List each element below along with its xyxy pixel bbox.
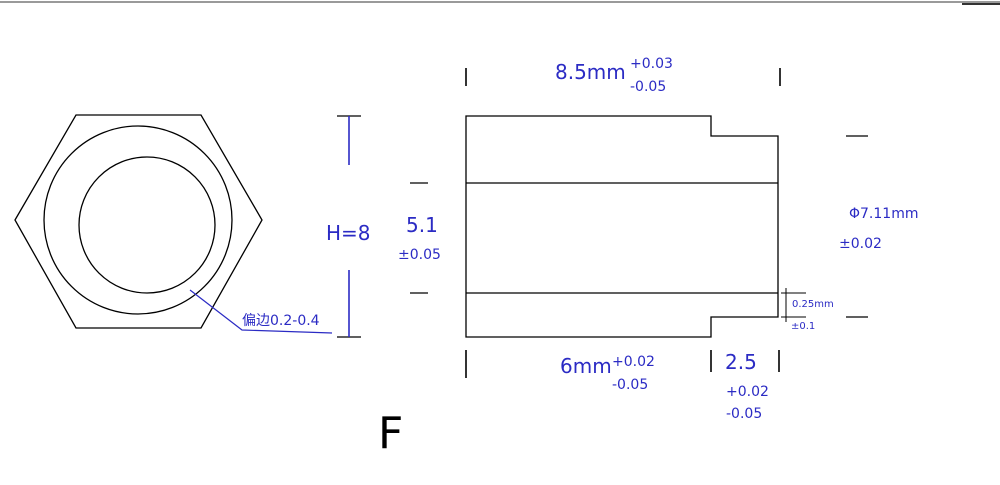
step-length-tol-plus: +0.02 [726, 384, 769, 400]
bore-tol: ±0.05 [398, 247, 441, 263]
bore-value: 5.1 [406, 213, 438, 237]
length-tol-plus: +0.03 [630, 56, 673, 72]
step-depth-value: 0.25mm [792, 299, 834, 310]
step-depth-tol: ±0.1 [791, 321, 815, 332]
variant-letter: F [378, 408, 403, 459]
od-value: Φ7.11mm [849, 206, 918, 222]
body-length-value: 6mm [560, 354, 612, 378]
front-view: 偏边0.2-0.4 H=8 [14, 114, 371, 338]
offset-leader-line [189, 289, 333, 334]
step-length-value: 2.5 [725, 350, 757, 374]
inner-bore-circle [78, 156, 216, 294]
od-tol: ±0.02 [839, 236, 882, 252]
body-length-tol-minus: -0.05 [612, 377, 648, 393]
side-view: 8.5mm +0.03 -0.05 5.1 ±0.05 Φ7.11mm ±0.0… [398, 56, 918, 422]
step-length-tol-minus: -0.05 [726, 406, 762, 422]
height-label: H=8 [326, 221, 371, 245]
length-value: 8.5mm [555, 60, 626, 84]
offset-note: 偏边0.2-0.4 [242, 313, 320, 329]
length-tol-minus: -0.05 [630, 79, 666, 95]
body-length-tol-plus: +0.02 [612, 354, 655, 370]
hexagon-outline [14, 114, 263, 329]
bushing-outline [465, 115, 779, 338]
outer-circle [43, 125, 233, 315]
